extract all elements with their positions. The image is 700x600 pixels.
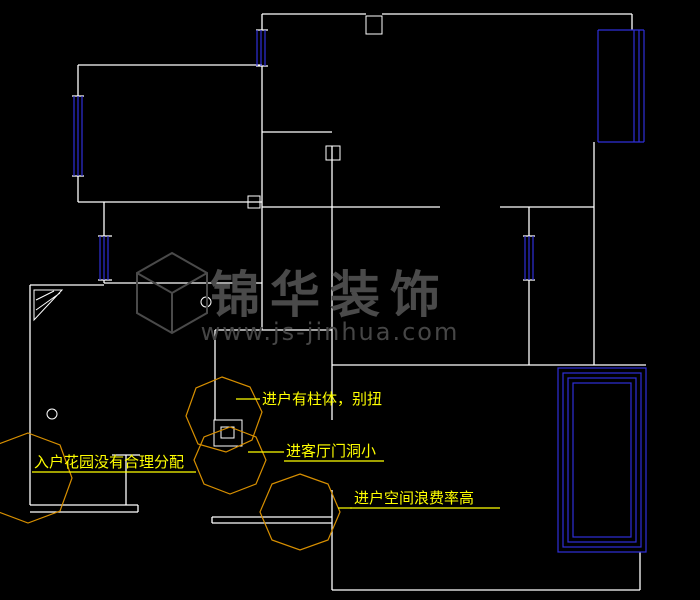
revision-cloud-entry [259,473,341,551]
bay-window-outline [562,372,642,548]
watermark-cube-icon [136,251,208,335]
door-pivot-symbol [46,408,58,420]
column-symbol-kitchen [325,145,341,161]
watermark-url-text: www.js-jinhua.com [201,318,460,346]
annotation-living-door-note: 进客厅门洞小 [286,442,376,460]
annotation-entry-waste-note: 进户空间浪费率高 [354,489,474,507]
watermark: 锦华装饰 www.js-jinhua.com [136,251,460,346]
wall-lines [29,13,646,591]
bay-window-outline [567,377,637,543]
door-frame-symbol [247,195,261,209]
annotation-garden-note: 入户花园没有合理分配 [34,453,184,471]
annotations: 进户有柱体，别扭 进客厅门洞小 入户花园没有合理分配 进户空间浪费率高 [32,390,500,509]
entry-column-inner [220,426,235,439]
revision-cloud-living-door [193,426,267,495]
shaft-hatch-symbol [33,289,64,322]
watermark-brand-text: 锦华装饰 [210,265,450,324]
annotation-column-note: 进户有柱体，别扭 [262,390,382,408]
entry-column-outer [213,419,243,447]
bay-window-outline [572,382,632,538]
revision-clouds [0,376,341,551]
window-lines [73,29,647,553]
column-symbol-top [365,15,383,35]
bay-window-outline [557,367,647,553]
revision-cloud-garden [0,432,73,524]
revision-cloud-column [185,376,263,453]
